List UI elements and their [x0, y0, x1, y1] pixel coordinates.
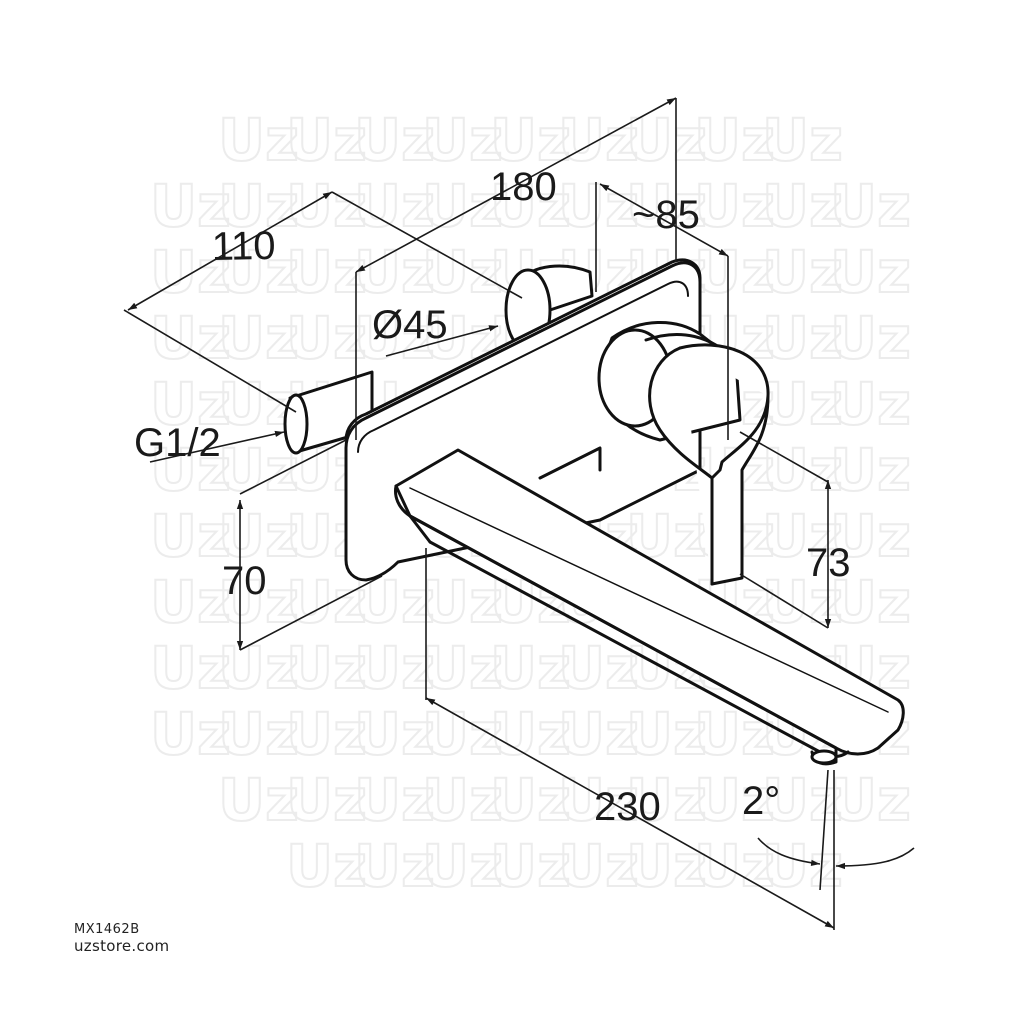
watermark-logo: Uz	[354, 634, 435, 702]
watermark-logo: Uz	[150, 568, 231, 636]
watermark-logo: Uz	[422, 634, 503, 702]
watermark-logo: Uz	[286, 304, 367, 372]
watermark-logo: Uz	[830, 238, 911, 306]
watermark-logo: Uz	[830, 568, 911, 636]
watermark-logo: Uz	[218, 700, 299, 768]
watermark-logo: Uz	[558, 634, 639, 702]
watermark-logo: Uz	[694, 106, 775, 174]
watermark-logo: Uz	[830, 502, 911, 570]
watermark-logo: Uz	[218, 106, 299, 174]
product-code: MX1462B	[74, 922, 140, 937]
watermark-logo: Uz	[830, 370, 911, 438]
watermark-logo: Uz	[286, 634, 367, 702]
dimension-110: 110	[211, 224, 276, 269]
watermark-logo: Uz	[762, 238, 843, 306]
watermark-logo: Uz	[354, 766, 435, 834]
watermark-logo: Uz	[762, 832, 843, 900]
watermark-logo: Uz	[218, 766, 299, 834]
website-caption: uzstore.com	[74, 937, 170, 955]
watermark-logo: Uz	[150, 700, 231, 768]
watermark-logo: Uz	[150, 304, 231, 372]
watermark-logo: Uz	[150, 634, 231, 702]
watermark-logo: Uz	[218, 634, 299, 702]
dimension-70: 70	[222, 559, 267, 603]
watermark-logo: Uz	[218, 304, 299, 372]
watermark-logo: Uz	[286, 106, 367, 174]
dimension-73: 73	[806, 541, 851, 585]
watermark-logo: Uz	[286, 766, 367, 834]
watermark-logo: Uz	[150, 502, 231, 570]
watermark-logo: Uz	[762, 106, 843, 174]
mixer-handle	[597, 321, 770, 586]
watermark-logo: Uz	[286, 568, 367, 636]
watermark-logo: Uz	[218, 502, 299, 570]
dimension-thread: G1/2	[134, 421, 221, 465]
dimension-angle: 2°	[742, 779, 780, 823]
dimension-230: 230	[594, 785, 661, 829]
watermark-logo: Uz	[830, 766, 911, 834]
watermark-logo: Uz	[762, 304, 843, 372]
faucet-drawing	[283, 258, 905, 766]
dimension-85: ~85	[632, 193, 700, 237]
dimension-lines	[123, 97, 915, 930]
watermark-logo: Uz	[354, 832, 435, 900]
dimension-180: 180	[490, 165, 557, 209]
watermark-logo: Uz	[830, 436, 911, 504]
watermark-logo: Uz	[830, 304, 911, 372]
watermark-logo: Uz	[762, 370, 843, 438]
watermark-logo: Uz	[490, 634, 571, 702]
watermark-logo: Uz	[286, 700, 367, 768]
watermark-logo: Uz	[150, 370, 231, 438]
watermark-logo: Uz	[354, 700, 435, 768]
dimension-rosette-diameter: Ø45	[372, 303, 448, 347]
dimension-labels: 110 180 ~85 Ø45 G1/2 70 73 230 2°	[134, 165, 851, 829]
watermark-logo: Uz	[422, 568, 503, 636]
watermark-logo: Uz	[286, 832, 367, 900]
watermark-logo: Uz	[354, 304, 435, 372]
watermark-logo: Uz	[762, 172, 843, 240]
watermark-logo: Uz	[830, 172, 911, 240]
